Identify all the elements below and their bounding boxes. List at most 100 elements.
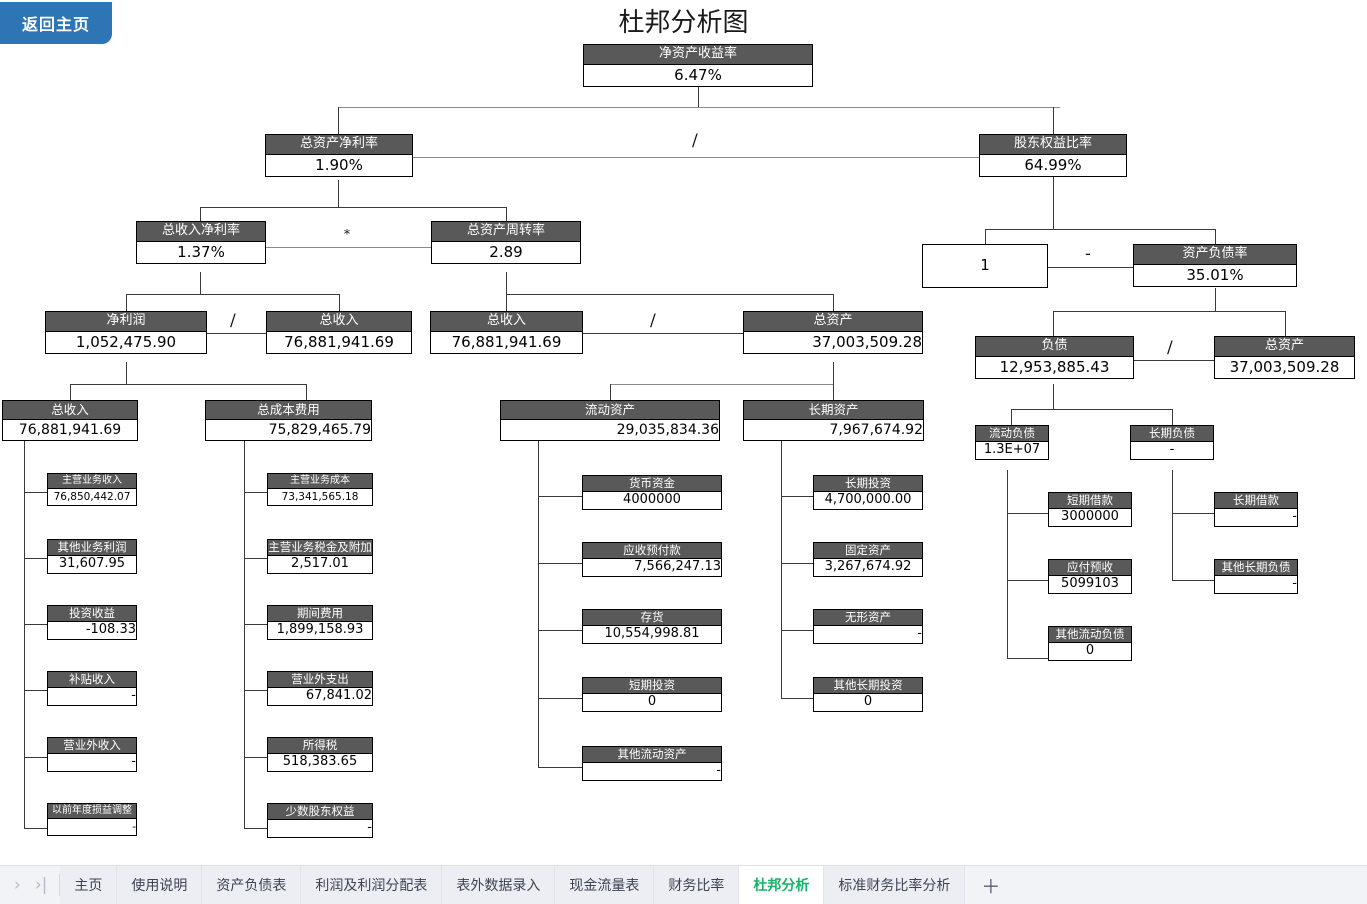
node-label: 总资产净利率 [266,135,412,155]
connector [985,229,1215,230]
node-revenue-a[interactable]: 总收入 76,881,941.69 [266,311,412,355]
node-value: - [268,820,372,838]
connector [1172,513,1214,514]
leaf-node[interactable]: 补贴收入 - [47,671,137,707]
node-value: 7,566,247.13 [583,559,721,577]
leaf-node[interactable]: 主营业务成本 73,341,565.18 [267,473,373,506]
leaf-node[interactable]: 短期借款 3000000 [1048,492,1132,528]
sheet-tab-dupont-analysis[interactable]: 杜邦分析 [739,866,825,904]
sheet-tab-financial-ratios[interactable]: 财务比率 [654,866,740,904]
leaf-node[interactable]: 货币资金 4000000 [582,475,722,511]
node-label: 资产负债率 [1134,245,1296,265]
node-value: 73,341,565.18 [268,488,372,505]
leaf-node[interactable]: 存货 10,554,998.81 [582,609,722,645]
leaf-node[interactable]: 期间费用 1,899,158.93 [267,605,373,641]
node-constant-one[interactable]: 1 [922,244,1048,288]
connector [413,157,979,158]
connector [1053,384,1054,409]
return-home-button[interactable]: 返回主页 [0,2,112,44]
leaf-node[interactable]: 少数股东权益 - [267,803,373,839]
sheet-tab-income-statement[interactable]: 利润及利润分配表 [301,866,443,904]
node-total-assets-b[interactable]: 总资产 37,003,509.28 [1214,336,1355,380]
connector [1215,229,1216,244]
sheet-tab-cash-flow[interactable]: 现金流量表 [555,866,655,904]
leaf-node[interactable]: 营业外支出 67,841.02 [267,671,373,707]
connector [126,294,127,311]
leaf-node[interactable]: 应收预付款 7,566,247.13 [582,542,722,578]
leaf-node[interactable]: 所得税 518,383.65 [267,737,373,773]
node-roe[interactable]: 净资产收益率 6.47% [583,44,813,88]
node-value: 1,899,158.93 [268,622,372,640]
node-value: 1.90% [266,154,412,177]
node-longterm-assets[interactable]: 长期资产 7,967,674.92 [743,400,924,442]
leaf-node[interactable]: 应付预收 5099103 [1048,559,1132,595]
leaf-node[interactable]: 其他长期负债 - [1214,559,1298,595]
sheet-tab-bar: › ›| 主页 使用说明 资产负债表 利润及利润分配表 表外数据录入 现金流量表… [0,865,1367,904]
leaf-node[interactable]: 以前年度损益调整 - [47,803,137,836]
leaf-node[interactable]: 主营业务税金及附加 2,517.01 [267,539,373,575]
node-debt-ratio[interactable]: 资产负债率 35.01% [1133,244,1297,288]
node-total-assets-a[interactable]: 总资产 37,003,509.28 [743,311,923,355]
node-label: 无形资产 [814,610,922,627]
node-liabilities[interactable]: 负债 12,953,885.43 [975,336,1134,380]
sheet-tab-balance-sheet[interactable]: 资产负债表 [202,866,302,904]
connector [1053,311,1054,336]
sheet-tab-home[interactable]: 主页 [60,866,118,904]
node-label: 流动资产 [501,401,719,421]
sheet-nav-buttons: › ›| [0,866,59,904]
node-value: 67,841.02 [268,688,372,706]
node-label: 长期借款 [1215,493,1297,510]
leaf-node[interactable]: 其他流动负债 0 [1048,626,1132,662]
connector [126,294,339,295]
leaf-node[interactable]: 主营业务收入 76,850,442.07 [47,473,137,506]
add-sheet-icon[interactable]: ＋ [981,875,1001,898]
leaf-node[interactable]: 营业外收入 - [47,737,137,773]
connector [1007,580,1048,581]
leaf-node[interactable]: 长期投资 4,700,000.00 [813,475,923,511]
node-label: 股东权益比率 [980,135,1126,155]
node-net-profit[interactable]: 净利润 1,052,475.90 [45,311,207,355]
node-asset-turnover[interactable]: 总资产周转率 2.89 [431,221,581,265]
leaf-node[interactable]: 无形资产 - [813,609,923,645]
connector [583,333,743,334]
leaf-node[interactable]: 投资收益 -108.33 [47,605,137,641]
node-revenue-c[interactable]: 总收入 76,881,941.69 [2,400,138,442]
sheet-tab-instructions[interactable]: 使用说明 [117,866,203,904]
connector [1011,409,1012,425]
next-sheet-icon[interactable]: › [14,875,21,895]
leaf-node[interactable]: 其他流动资产 - [582,746,722,782]
node-value: 64.99% [980,154,1126,177]
node-roa[interactable]: 总资产净利率 1.90% [265,134,413,178]
connector [24,440,25,828]
node-current-assets[interactable]: 流动资产 29,035,834.36 [500,400,720,442]
connector [244,624,268,625]
connector [1134,360,1214,361]
node-label: 货币资金 [583,476,721,493]
leaf-node[interactable]: 短期投资 0 [582,677,722,713]
sheet-tab-offsheet-data[interactable]: 表外数据录入 [442,866,556,904]
node-current-liabilities[interactable]: 流动负债 1.3E+07 [975,425,1049,461]
node-total-cost[interactable]: 总成本费用 75,829,465.79 [205,400,372,442]
node-value: - [1215,576,1297,594]
node-net-margin[interactable]: 总收入净利率 1.37% [136,221,266,265]
node-label: 应付预收 [1049,560,1131,577]
connector [1011,409,1172,410]
node-longterm-liabilities[interactable]: 长期负债 - [1130,425,1214,461]
leaf-node[interactable]: 固定资产 3,267,674.92 [813,542,923,578]
node-revenue-b[interactable]: 总收入 76,881,941.69 [430,311,583,355]
leaf-node[interactable]: 其他业务利润 31,607.95 [47,539,137,575]
connector [244,690,268,691]
connector [338,107,339,135]
last-sheet-icon[interactable]: ›| [34,875,48,895]
connector [24,690,48,691]
node-equity-ratio[interactable]: 股东权益比率 64.99% [979,134,1127,178]
connector [24,558,48,559]
sheet-tab-standard-ratio-analysis[interactable]: 标准财务比率分析 [824,866,966,904]
connector [538,563,582,564]
connector [244,757,268,758]
connector [506,294,833,295]
node-label: 其他长期投资 [814,678,922,695]
node-label: 短期借款 [1049,493,1131,510]
leaf-node[interactable]: 其他长期投资 0 [813,677,923,713]
leaf-node[interactable]: 长期借款 - [1214,492,1298,528]
